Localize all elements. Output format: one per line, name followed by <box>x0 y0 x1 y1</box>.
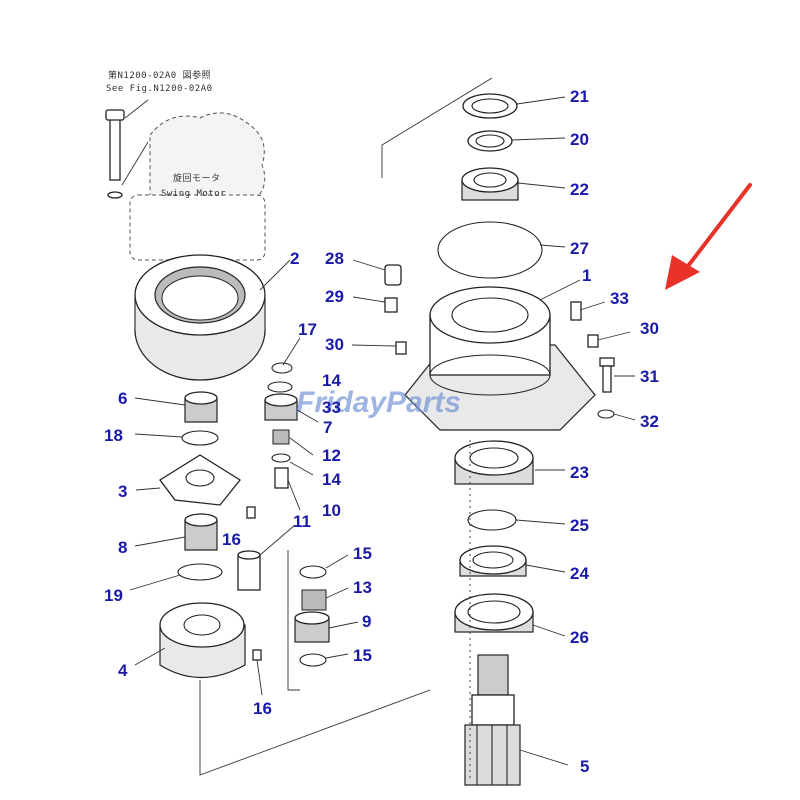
planet-gear-stack <box>264 362 298 489</box>
callout-21: 21 <box>570 87 589 106</box>
callout-15-lower: 15 <box>353 646 372 665</box>
watermark: FridayParts <box>296 386 461 419</box>
pin-and-gear-stack <box>237 550 330 691</box>
o-ring-27 <box>437 221 543 279</box>
collar-24 <box>459 545 527 577</box>
callout-30-right: 30 <box>640 319 659 338</box>
callout-16-lower: 16 <box>253 699 272 718</box>
housing <box>404 286 596 431</box>
callout-31: 31 <box>640 367 659 386</box>
gear-6 <box>184 391 218 423</box>
plug-29 <box>384 297 398 313</box>
pin-30-right <box>587 334 599 348</box>
pin-16-lower <box>252 649 262 661</box>
callout-33-left: 33 <box>322 398 341 417</box>
carrier-plate <box>159 454 241 506</box>
callout-9: 9 <box>362 612 371 631</box>
snap-ring-18 <box>181 430 219 446</box>
callout-32: 32 <box>640 412 659 431</box>
callout-28: 28 <box>325 249 344 268</box>
plug-28 <box>384 264 402 286</box>
seal-21 <box>462 93 518 119</box>
callout-5: 5 <box>580 757 589 776</box>
pinion-shaft <box>464 654 521 786</box>
pin-30-left <box>395 341 407 355</box>
swing-motor: 旋回モータ Swing Motor <box>129 112 266 261</box>
swing-motor-label-en: Swing Motor <box>161 189 226 199</box>
bolt-31 <box>599 357 615 393</box>
leader-lines <box>129 96 636 766</box>
callout-33-right: 33 <box>610 289 629 308</box>
callout-22: 22 <box>570 180 589 199</box>
highlight-arrow <box>665 183 752 290</box>
callout-1: 1 <box>582 266 591 285</box>
callout-16-upper: 16 <box>222 530 241 549</box>
group-bracket-top <box>381 77 493 178</box>
bearing-23 <box>454 440 534 485</box>
callout-29: 29 <box>325 287 344 306</box>
callout-20: 20 <box>570 130 589 149</box>
motor-bolt <box>105 99 149 199</box>
ring-gear <box>134 254 266 381</box>
callout-3: 3 <box>118 482 127 501</box>
callout-18: 18 <box>104 426 123 445</box>
ring-19 <box>177 563 223 581</box>
callout-8: 8 <box>118 538 127 557</box>
callout-30-left: 30 <box>325 335 344 354</box>
pin-16-upper <box>246 506 256 519</box>
callout-27: 27 <box>570 239 589 258</box>
swing-motor-label-jp: 旋回モータ <box>173 172 221 184</box>
callout-14-lower: 14 <box>322 470 341 489</box>
group-bracket-left <box>199 680 431 776</box>
callout-26: 26 <box>570 628 589 647</box>
callout-19: 19 <box>104 586 123 605</box>
callout-23: 23 <box>570 463 589 482</box>
pin-33 <box>570 301 582 321</box>
callout-10: 10 <box>322 501 341 520</box>
callout-4: 4 <box>118 661 128 680</box>
bearing-22 <box>461 167 519 201</box>
lower-carrier <box>159 602 246 679</box>
callout-2: 2 <box>290 249 299 268</box>
callout-11: 11 <box>293 512 311 531</box>
callout-labels: 21 20 22 27 1 33 30 31 32 28 29 30 2 17 … <box>104 87 659 776</box>
reference-note-en: See Fig.N1200-02A0 <box>106 84 213 94</box>
sun-gear <box>184 513 218 551</box>
callout-13: 13 <box>353 578 372 597</box>
callout-7: 7 <box>323 418 332 437</box>
callout-15-upper: 15 <box>353 544 372 563</box>
reference-note-jp: 第N1200-02A0 図参照 <box>108 69 211 81</box>
ring-20 <box>467 130 513 152</box>
callout-12: 12 <box>322 446 341 465</box>
callout-14-upper: 14 <box>322 371 341 390</box>
callout-17: 17 <box>298 320 317 339</box>
callout-24: 24 <box>570 564 589 583</box>
ring-26 <box>454 593 534 633</box>
washer-32 <box>597 409 615 419</box>
callout-25: 25 <box>570 516 589 535</box>
callout-6: 6 <box>118 389 127 408</box>
o-ring-25 <box>467 509 517 531</box>
